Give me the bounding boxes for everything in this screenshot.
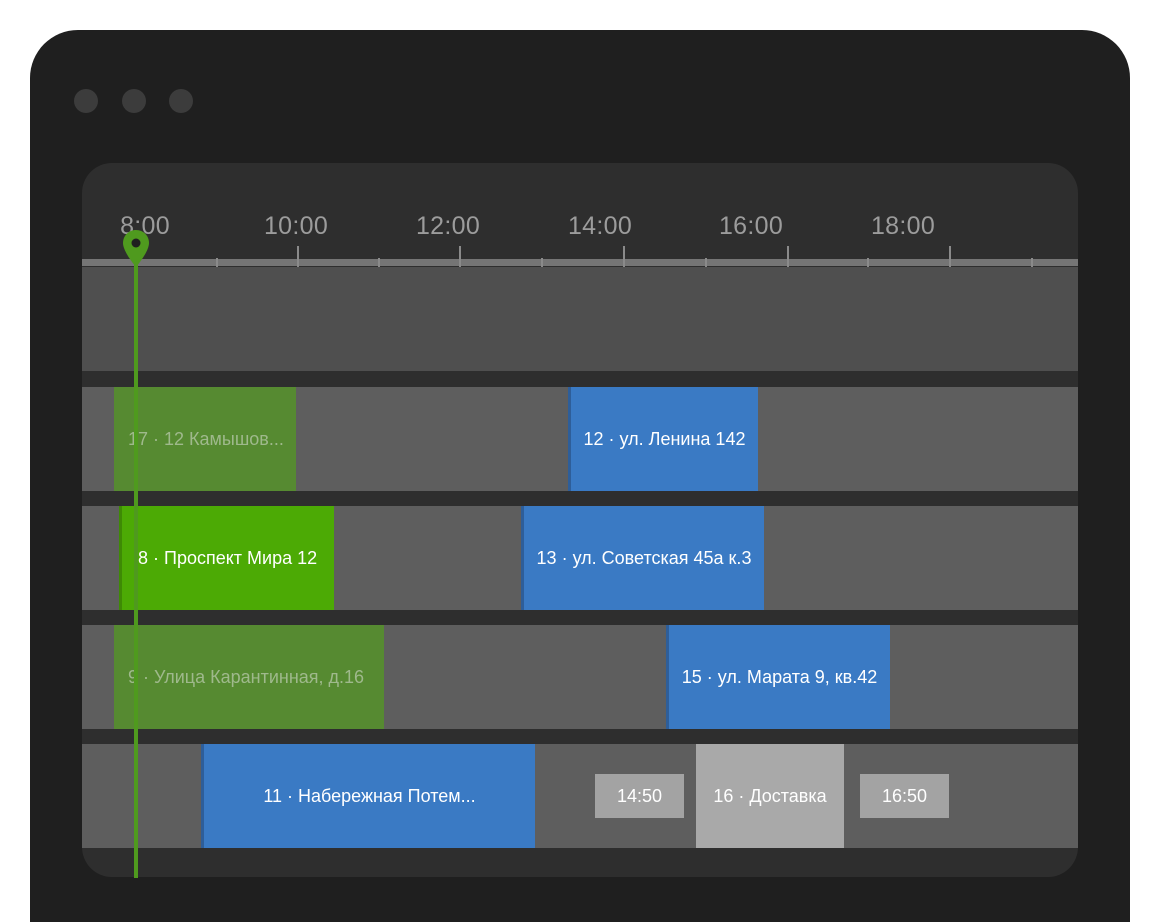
task-label: 11 · Набережная Потем...	[263, 785, 476, 806]
task-label: 9 · Улица Карантинная, д.16	[128, 666, 365, 687]
hour-label: 16:00	[718, 212, 784, 240]
ruler-tick-minor	[705, 258, 707, 267]
task-block[interactable]: 13 · ул. Советская 45а к.3	[521, 506, 764, 610]
time-window-end-label: 16:50	[881, 785, 928, 806]
task-block-delivery[interactable]: 16 · Доставка	[696, 744, 844, 848]
task-label: 12 · ул. Ленина 142	[583, 428, 746, 449]
time-window-start-label: 14:50	[616, 785, 663, 806]
ruler-tick-minor	[1031, 258, 1033, 267]
task-label: 15 · ул. Марата 9, кв.42	[681, 666, 878, 687]
time-ruler	[82, 259, 1078, 266]
hour-label: 14:00	[567, 212, 633, 240]
window-close-button[interactable]	[74, 89, 98, 113]
task-block-completed[interactable]: 17 · 12 Камышов...	[114, 387, 296, 491]
task-label: 8 · Проспект Мира 12	[138, 547, 318, 568]
task-label: 13 · ул. Советская 45а к.3	[536, 547, 752, 568]
ruler-tick-minor	[541, 258, 543, 267]
window-maximize-button[interactable]	[169, 89, 193, 113]
task-block[interactable]: 15 · ул. Марата 9, кв.42	[666, 625, 890, 729]
window-minimize-button[interactable]	[122, 89, 146, 113]
task-label: 16 · Доставка	[713, 785, 827, 806]
task-block[interactable]: 11 · Набережная Потем...	[201, 744, 535, 848]
schedule-row-empty	[82, 267, 1078, 371]
task-block[interactable]: 12 · ул. Ленина 142	[568, 387, 758, 491]
current-time-line	[134, 250, 138, 878]
hour-label: 18:00	[870, 212, 936, 240]
ruler-tick-minor	[216, 258, 218, 267]
hour-label: 10:00	[263, 212, 329, 240]
ruler-tick-major	[297, 246, 299, 267]
ruler-tick-minor	[867, 258, 869, 267]
ruler-tick-major	[949, 246, 951, 267]
ruler-tick-major	[459, 246, 461, 267]
task-block-active[interactable]: 8 · Проспект Мира 12	[119, 506, 334, 610]
hour-label: 12:00	[415, 212, 481, 240]
ruler-tick-major	[623, 246, 625, 267]
task-block-completed[interactable]: 9 · Улица Карантинная, д.16	[114, 625, 384, 729]
time-window-end: 16:50	[860, 774, 949, 818]
time-window-start: 14:50	[595, 774, 684, 818]
ruler-tick-major	[787, 246, 789, 267]
task-label: 17 · 12 Камышов...	[128, 428, 284, 449]
map-pin-icon[interactable]	[122, 229, 150, 269]
ruler-tick-minor	[378, 258, 380, 267]
